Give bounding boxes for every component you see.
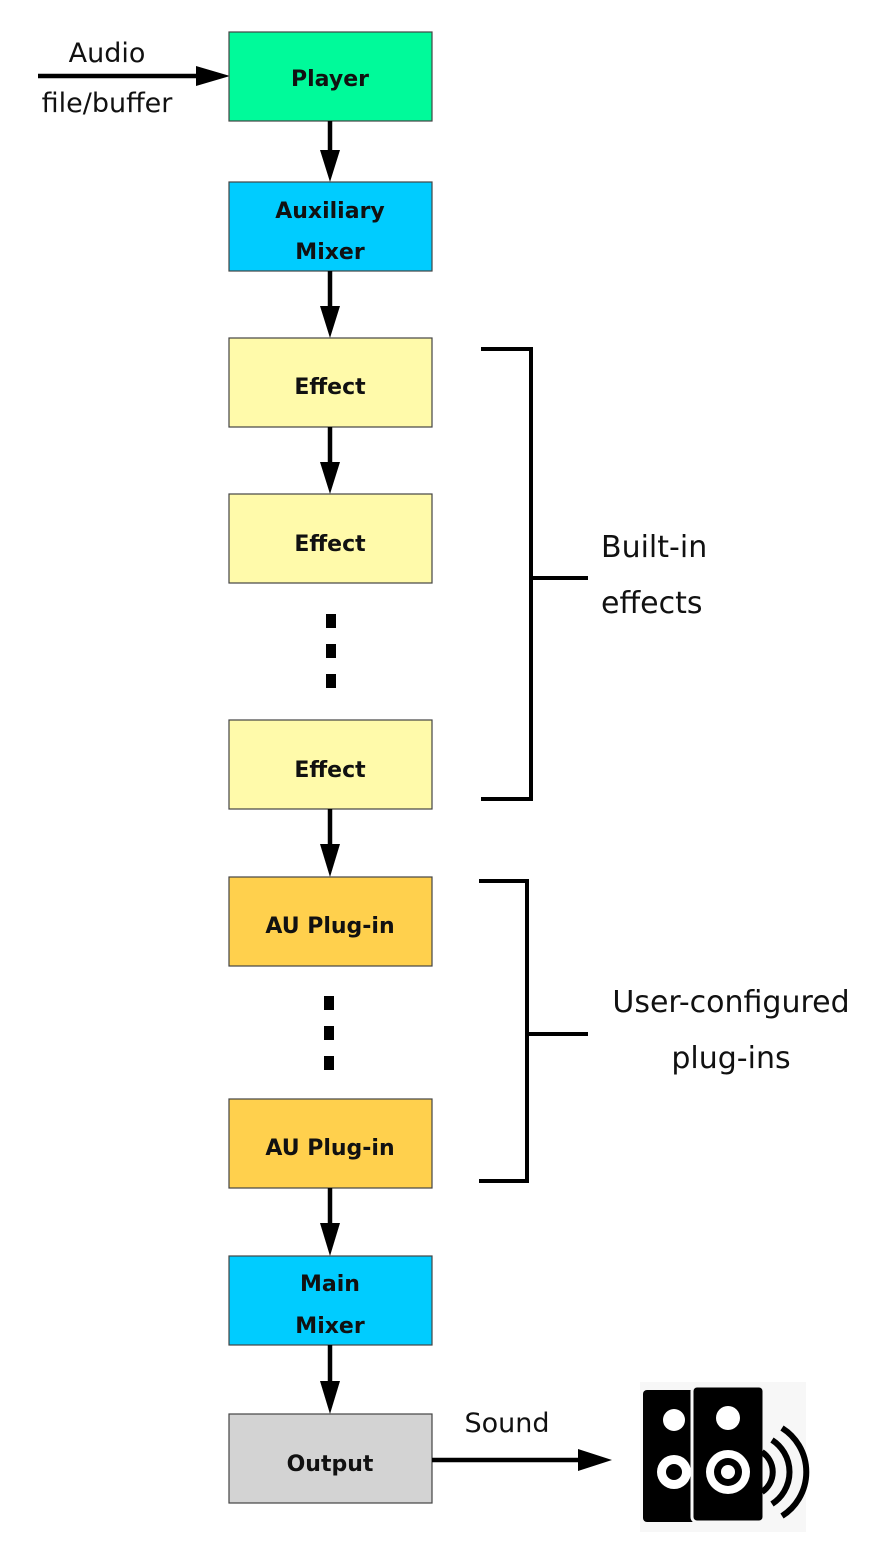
main-mixer-label-line1: Main xyxy=(300,1272,360,1297)
effect-node: Effect xyxy=(228,719,433,810)
effect-label: Effect xyxy=(294,532,366,557)
auxiliary-mixer-label-line1: Auxiliary xyxy=(275,199,385,224)
output-box xyxy=(228,1413,433,1504)
speaker-icon xyxy=(640,1382,810,1532)
plugin-box xyxy=(228,1098,433,1189)
plugin-label: AU Plug-in xyxy=(265,1136,394,1161)
auxiliary-mixer-node: Auxiliary Mixer xyxy=(228,181,433,272)
arrow-main-mixer-to-output xyxy=(320,1345,340,1414)
main-mixer-box xyxy=(228,1255,433,1346)
built-in-effects-bracket xyxy=(481,347,588,801)
ellipsis-dot xyxy=(326,674,336,688)
player-node: Player xyxy=(228,31,433,122)
effect-node: Effect xyxy=(228,337,433,428)
player-label: Player xyxy=(291,67,369,92)
input-label-line2: file/buffer xyxy=(42,88,174,119)
effect-box xyxy=(228,719,433,810)
main-mixer-node: Main Mixer xyxy=(228,1255,433,1346)
input-arrow xyxy=(38,66,230,86)
arrow-aux-to-effect xyxy=(320,271,340,338)
built-in-effects-label-line2: effects xyxy=(601,586,702,621)
main-mixer-label-line2: Mixer xyxy=(295,1314,365,1339)
ellipsis-dot xyxy=(324,1026,334,1040)
user-plugins-bracket xyxy=(479,879,588,1183)
output-label: Output xyxy=(287,1452,374,1477)
ellipsis-dot xyxy=(326,644,336,658)
arrow-plugin-to-main-mixer xyxy=(320,1188,340,1256)
ellipsis-dot xyxy=(324,1056,334,1070)
plugins-ellipsis xyxy=(324,996,334,1070)
arrow-effect-to-plugin xyxy=(320,809,340,877)
effect-label: Effect xyxy=(294,758,366,783)
plugin-node: AU Plug-in xyxy=(228,876,433,967)
effects-ellipsis xyxy=(326,614,336,688)
sound-label: Sound xyxy=(464,1408,549,1439)
ellipsis-dot xyxy=(324,996,334,1010)
input-label-line1: Audio xyxy=(69,38,146,69)
arrow-effect-to-effect xyxy=(320,427,340,494)
auxiliary-mixer-label-line2: Mixer xyxy=(295,240,365,265)
user-plugins-label-line2: plug-ins xyxy=(671,1041,790,1076)
plugin-box xyxy=(228,876,433,967)
output-node: Output xyxy=(228,1413,433,1504)
effect-box xyxy=(228,493,433,584)
ellipsis-dot xyxy=(326,614,336,628)
auxiliary-mixer-box xyxy=(228,181,433,272)
arrow-player-to-aux xyxy=(320,121,340,182)
effect-node: Effect xyxy=(228,493,433,584)
effect-label: Effect xyxy=(294,375,366,400)
effect-box xyxy=(228,337,433,428)
user-plugins-label-line1: User-configured xyxy=(612,985,849,1020)
plugin-label: AU Plug-in xyxy=(265,914,394,939)
built-in-effects-label-line1: Built-in xyxy=(601,530,707,565)
plugin-node: AU Plug-in xyxy=(228,1098,433,1189)
sound-arrow xyxy=(432,1449,612,1471)
